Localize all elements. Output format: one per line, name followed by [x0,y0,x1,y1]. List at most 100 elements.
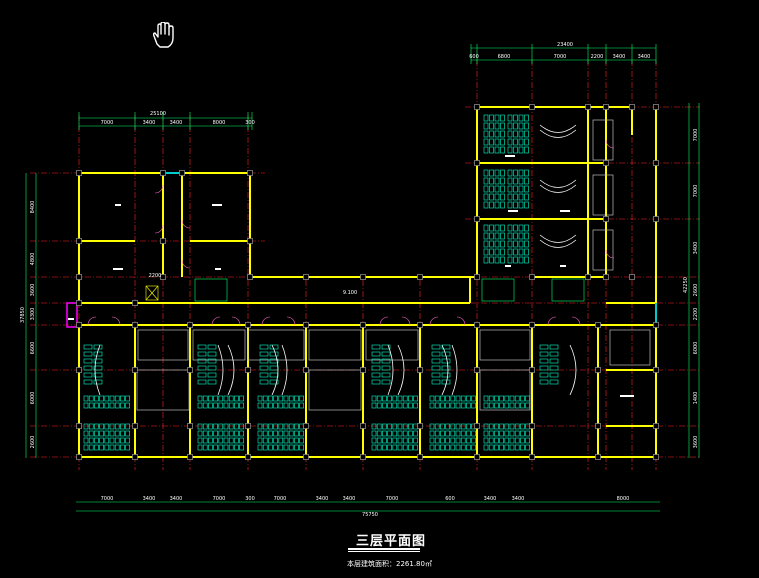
dim-top-right-seg: 6800 [498,54,511,60]
desk [431,372,441,378]
desk [429,430,435,437]
desk [520,430,525,437]
desk [514,423,520,430]
desk [387,395,392,402]
column-post [653,160,659,166]
column-post [245,367,251,373]
desk [218,402,224,409]
desk [234,430,239,437]
desk [259,372,269,378]
desk [507,240,513,248]
desk [524,185,529,193]
hand-pan-icon[interactable] [151,22,175,48]
column-post [474,274,480,280]
desk [489,130,494,138]
desk [283,395,289,402]
desk [520,444,525,451]
desk [483,423,489,430]
desk [507,224,513,232]
desk [234,395,239,402]
dim-right-total: 42250 [683,277,689,293]
desk [494,138,500,146]
desk [500,169,505,177]
desk [83,395,89,402]
desk [489,232,494,240]
desk [114,444,120,451]
desk [257,444,263,451]
column-post [529,274,535,280]
desk [500,146,505,154]
desk [83,423,89,430]
desk [197,344,207,350]
desk [500,240,505,248]
desk [283,423,289,430]
column-post [360,454,366,460]
desk [483,138,489,146]
desk [228,395,234,402]
desk [450,423,456,430]
desk [509,402,515,409]
desk [408,423,413,430]
desk [371,395,377,402]
desk [499,437,504,444]
desk [104,423,110,430]
column-post [417,423,423,429]
desk [494,114,500,122]
desk [283,430,289,437]
desk [525,402,530,409]
desk [259,344,269,350]
column-post [474,367,480,373]
dim-top-right-seg: 600 [469,54,479,60]
desk [445,395,450,402]
desk [207,351,217,357]
desk [93,372,103,378]
desk [273,395,278,402]
desk [455,430,461,437]
dim-top-left-seg: 8000 [213,120,226,126]
desk [93,365,103,371]
column-post [529,367,535,373]
desk [413,395,418,402]
desk [513,122,518,130]
desk [83,351,93,357]
desk [524,193,529,201]
desk [525,430,530,437]
desk [228,444,234,451]
desk [299,402,304,409]
dim-left-seg: 6600 [30,342,36,355]
desk [549,344,559,350]
desk [434,423,440,430]
desk [471,444,476,451]
desk [499,423,504,430]
desk [500,185,505,193]
desk [213,444,218,451]
desk [518,185,524,193]
desk [402,402,408,409]
desk [94,395,99,402]
column-post [529,423,535,429]
desk [109,444,115,451]
desk [269,372,279,378]
desk [99,437,104,444]
desk [504,437,510,444]
column-post [595,423,601,429]
desk [228,402,234,409]
desk [549,351,559,357]
desk [494,169,500,177]
dim-bottom-seg: 3400 [316,496,329,502]
desk [278,423,284,430]
desk [509,444,515,451]
desk [471,437,476,444]
desk [262,437,268,444]
desk [539,351,549,357]
desk [223,423,229,430]
desk [450,402,456,409]
desk [507,114,513,122]
desk [93,379,103,385]
desk [218,437,224,444]
desk [507,256,513,264]
desk [257,395,263,402]
desk [460,430,466,437]
desk [371,444,377,451]
desk [239,395,244,402]
